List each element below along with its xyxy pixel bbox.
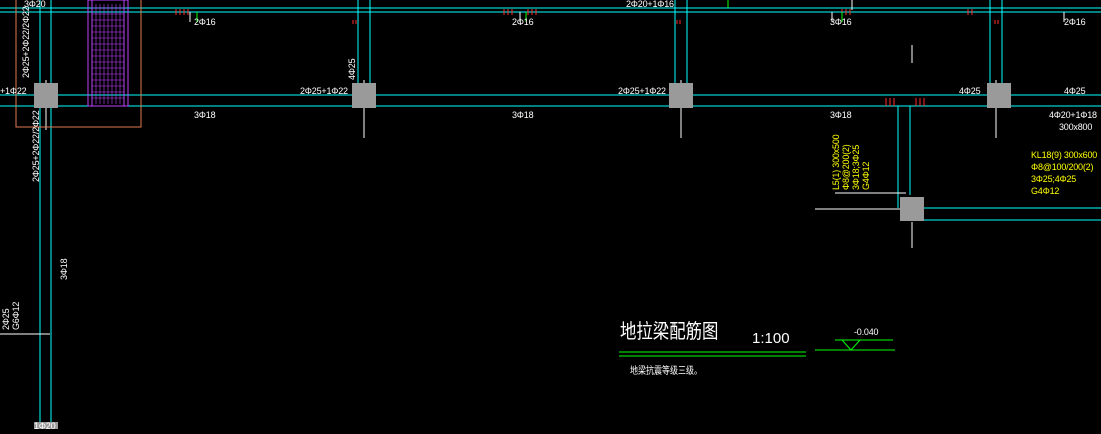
label-bot-b: 3Φ18 — [512, 110, 534, 120]
column-1 — [34, 83, 58, 108]
label-top-2phi16-right: 2Φ16 — [1064, 17, 1086, 27]
label-left-vert-mid: 2Φ25+2Φ22/2Φ22 — [31, 110, 41, 182]
rebar-grid — [87, 0, 129, 107]
label-kl-line4: G4Φ12 — [1031, 186, 1060, 196]
main-beam-lines — [0, 94, 1101, 107]
top-beam-lines — [0, 7, 1101, 13]
label-bot-a: 3Φ18 — [194, 110, 216, 120]
label-left-vert-top: 2Φ25+2Φ22/2Φ22 — [21, 6, 31, 78]
label-l5-line4: G4Φ12 — [861, 161, 871, 190]
column-2 — [352, 83, 376, 108]
label-kl-line3: 3Φ25;4Φ25 — [1031, 174, 1077, 184]
rebar-grid-hatch — [92, 4, 124, 104]
label-row-right: 4Φ25 — [1064, 86, 1086, 96]
right-lower-beam — [905, 207, 1101, 221]
label-top-3phi16: 3Φ16 — [830, 17, 852, 27]
label-top-left: 3Φ20 — [24, 0, 46, 9]
label-left-vert-g6: G6Φ12 — [11, 301, 21, 330]
label-row-a: 2Φ25+1Φ22 — [300, 86, 348, 96]
vertical-beam-lines — [39, 0, 1003, 429]
label-row-left: +1Φ22 — [0, 86, 27, 96]
label-bot-c: 3Φ18 — [830, 110, 852, 120]
column-3 — [669, 83, 693, 108]
label-bottom-left: 1Φ20 — [34, 421, 56, 431]
title-underline — [619, 351, 806, 357]
pit-outline — [15, 0, 142, 128]
label-bot-right-size: 300x800 — [1059, 122, 1093, 132]
drawing-note: 地梁抗震等级三级。 — [630, 366, 702, 377]
column-5 — [900, 197, 924, 221]
label-kl-line1: KL18(9) 300x600 — [1031, 150, 1098, 160]
elevation-marker — [815, 339, 895, 351]
label-bot-right: 4Φ20+1Φ18 — [1049, 110, 1097, 120]
drawing-scale: 1:100 — [752, 330, 790, 347]
label-top-2phi16-a: 2Φ16 — [194, 17, 216, 27]
label-l5-line1: L5(1) 300x500 — [831, 134, 841, 190]
axis-lines — [0, 0, 1065, 335]
label-col-vert-4phi25: 4Φ25 — [347, 58, 357, 80]
label-kl-line2: Φ8@100/200(2) — [1031, 162, 1094, 172]
label-row-b: 2Φ25+1Φ22 — [618, 86, 666, 96]
label-top-mid: 2Φ20+1Φ16 — [626, 0, 674, 9]
green-marks — [196, 0, 843, 22]
label-left-vert-2phi25: 2Φ25 — [1, 308, 11, 330]
label-left-vert-3phi18: 3Φ18 — [59, 258, 69, 280]
column-4 — [987, 83, 1011, 108]
label-l5-line2: Φ8@200(2) — [841, 144, 851, 190]
columns — [34, 83, 1011, 429]
label-top-2phi16-b: 2Φ16 — [512, 17, 534, 27]
label-row-c: 4Φ25 — [959, 86, 981, 96]
label-l5-line3: 3Φ18;3Φ25 — [851, 144, 861, 190]
drawing-title: 地拉梁配筋图 — [620, 319, 719, 343]
column-6 — [34, 422, 58, 429]
elevation-value: -0.040 — [854, 327, 879, 337]
